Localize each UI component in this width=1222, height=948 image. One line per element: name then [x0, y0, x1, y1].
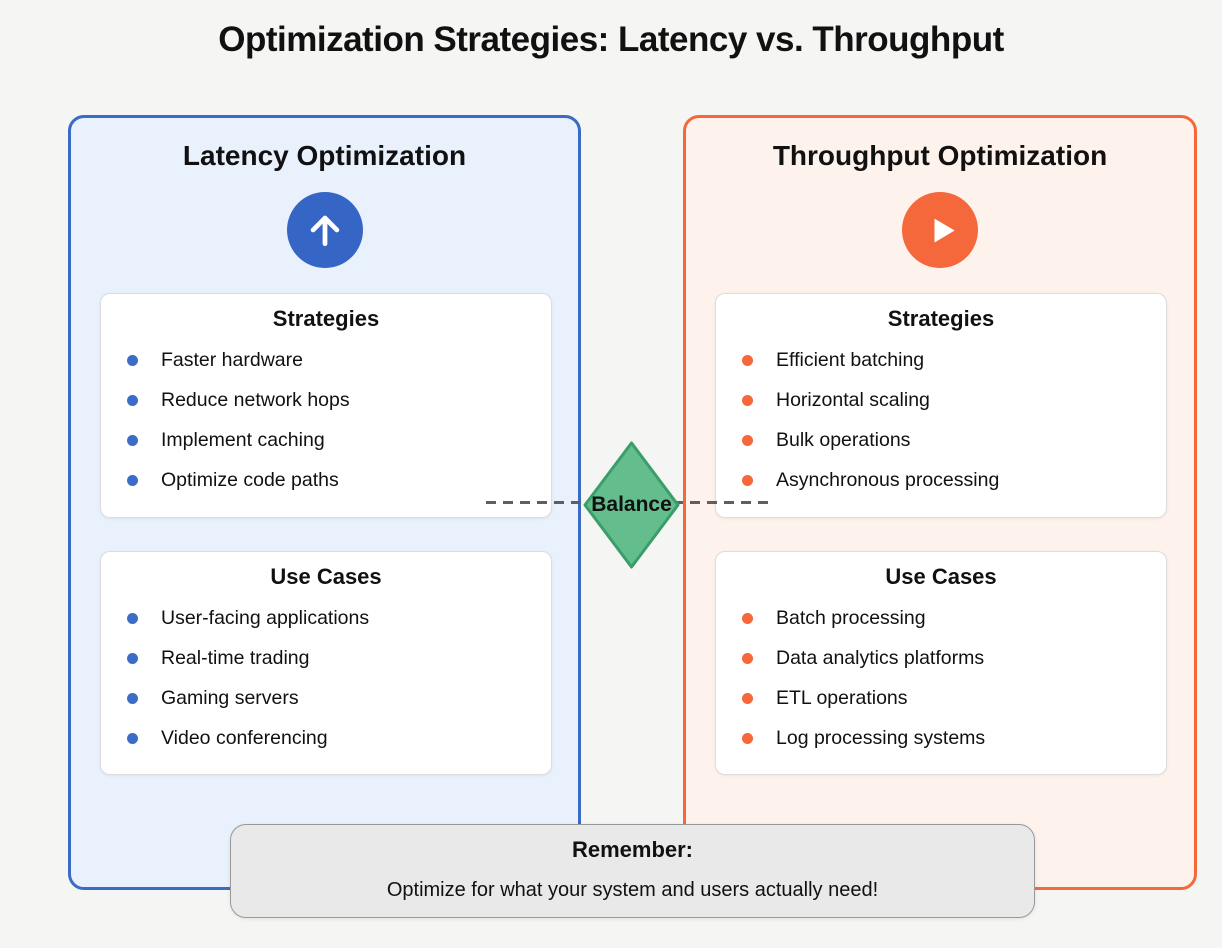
- latency-panel: Latency Optimization Strategies Faster h…: [68, 115, 581, 890]
- card-title: Use Cases: [270, 564, 382, 589]
- play-icon: [902, 192, 978, 268]
- throughput-strategies-card: Strategies Efficient batching Horizontal…: [715, 293, 1167, 518]
- list-item: User-facing applications: [101, 598, 551, 638]
- list-item: Efficient batching: [716, 340, 1166, 380]
- remember-text: Optimize for what your system and users …: [386, 879, 879, 901]
- list-item-label: ETL operations: [776, 686, 908, 709]
- up-arrow-icon: [286, 192, 363, 268]
- list-item-label: Video conferencing: [161, 726, 328, 749]
- bullet-dot-icon: [742, 474, 753, 486]
- balance-label: Balance: [591, 493, 672, 516]
- list-item-label: Asynchronous processing: [776, 468, 1000, 491]
- latency-usecases-card: Use Cases User-facing applications Real-…: [100, 551, 552, 775]
- bullet-dot-icon: [742, 612, 753, 624]
- throughput-usecases-card: Use Cases Batch processing Data analytic…: [715, 551, 1167, 775]
- list-item: Faster hardware: [101, 340, 551, 380]
- list-item-label: Log processing systems: [776, 726, 986, 749]
- list-item: Horizontal scaling: [716, 380, 1166, 420]
- bullet-dot-icon: [127, 474, 138, 486]
- list-item-label: Real-time trading: [161, 646, 310, 669]
- card-title: Use Cases: [885, 564, 997, 589]
- bullet-dot-icon: [742, 652, 753, 664]
- bullet-dot-icon: [127, 434, 138, 446]
- latency-panel-title: Latency Optimization: [182, 140, 467, 171]
- list-item: Video conferencing: [101, 718, 551, 758]
- list-item: Gaming servers: [101, 678, 551, 718]
- bullet-dot-icon: [742, 732, 753, 744]
- list-item-label: Optimize code paths: [161, 468, 339, 491]
- list-item: Real-time trading: [101, 638, 551, 678]
- list-item-label: User-facing applications: [161, 606, 370, 629]
- throughput-panel-title: Throughput Optimization: [772, 140, 1108, 171]
- list-item-label: Efficient batching: [776, 348, 925, 371]
- card-title: Strategies: [887, 306, 995, 331]
- balance-diamond: Balance: [582, 440, 681, 570]
- bullet-dot-icon: [127, 612, 138, 624]
- throughput-usecases-list: Batch processing Data analytics platform…: [716, 598, 1166, 758]
- list-item: Asynchronous processing: [716, 460, 1166, 500]
- list-item-label: Batch processing: [776, 606, 926, 629]
- bullet-dot-icon: [742, 354, 753, 366]
- list-item-label: Faster hardware: [161, 348, 303, 371]
- page-title: Optimization Strategies: Latency vs. Thr…: [218, 20, 1004, 59]
- bullet-dot-icon: [742, 434, 753, 446]
- bullet-dot-icon: [742, 692, 753, 704]
- list-item-label: Gaming servers: [161, 686, 299, 709]
- list-item-label: Bulk operations: [776, 428, 911, 451]
- list-item: Optimize code paths: [101, 460, 551, 500]
- bullet-dot-icon: [742, 394, 753, 406]
- list-item-label: Reduce network hops: [161, 388, 350, 411]
- remember-title: Remember:: [571, 837, 694, 862]
- card-title: Strategies: [272, 306, 380, 331]
- latency-strategies-card: Strategies Faster hardware Reduce networ…: [100, 293, 552, 518]
- list-item: Data analytics platforms: [716, 638, 1166, 678]
- throughput-strategies-list: Efficient batching Horizontal scaling Bu…: [716, 340, 1166, 500]
- list-item: Reduce network hops: [101, 380, 551, 420]
- list-item-label: Implement caching: [161, 428, 325, 451]
- latency-strategies-list: Faster hardware Reduce network hops Impl…: [101, 340, 551, 500]
- list-item: Implement caching: [101, 420, 551, 460]
- bullet-dot-icon: [127, 732, 138, 744]
- latency-usecases-list: User-facing applications Real-time tradi…: [101, 598, 551, 758]
- list-item: ETL operations: [716, 678, 1166, 718]
- remember-note: Remember: Optimize for what your system …: [230, 824, 1035, 918]
- bullet-dot-icon: [127, 652, 138, 664]
- list-item-label: Horizontal scaling: [776, 388, 930, 411]
- throughput-panel: Throughput Optimization Strategies Effic…: [683, 115, 1197, 890]
- list-item-label: Data analytics platforms: [776, 646, 985, 669]
- bullet-dot-icon: [127, 354, 138, 366]
- bullet-dot-icon: [127, 692, 138, 704]
- list-item: Log processing systems: [716, 718, 1166, 758]
- list-item: Batch processing: [716, 598, 1166, 638]
- bullet-dot-icon: [127, 394, 138, 406]
- list-item: Bulk operations: [716, 420, 1166, 460]
